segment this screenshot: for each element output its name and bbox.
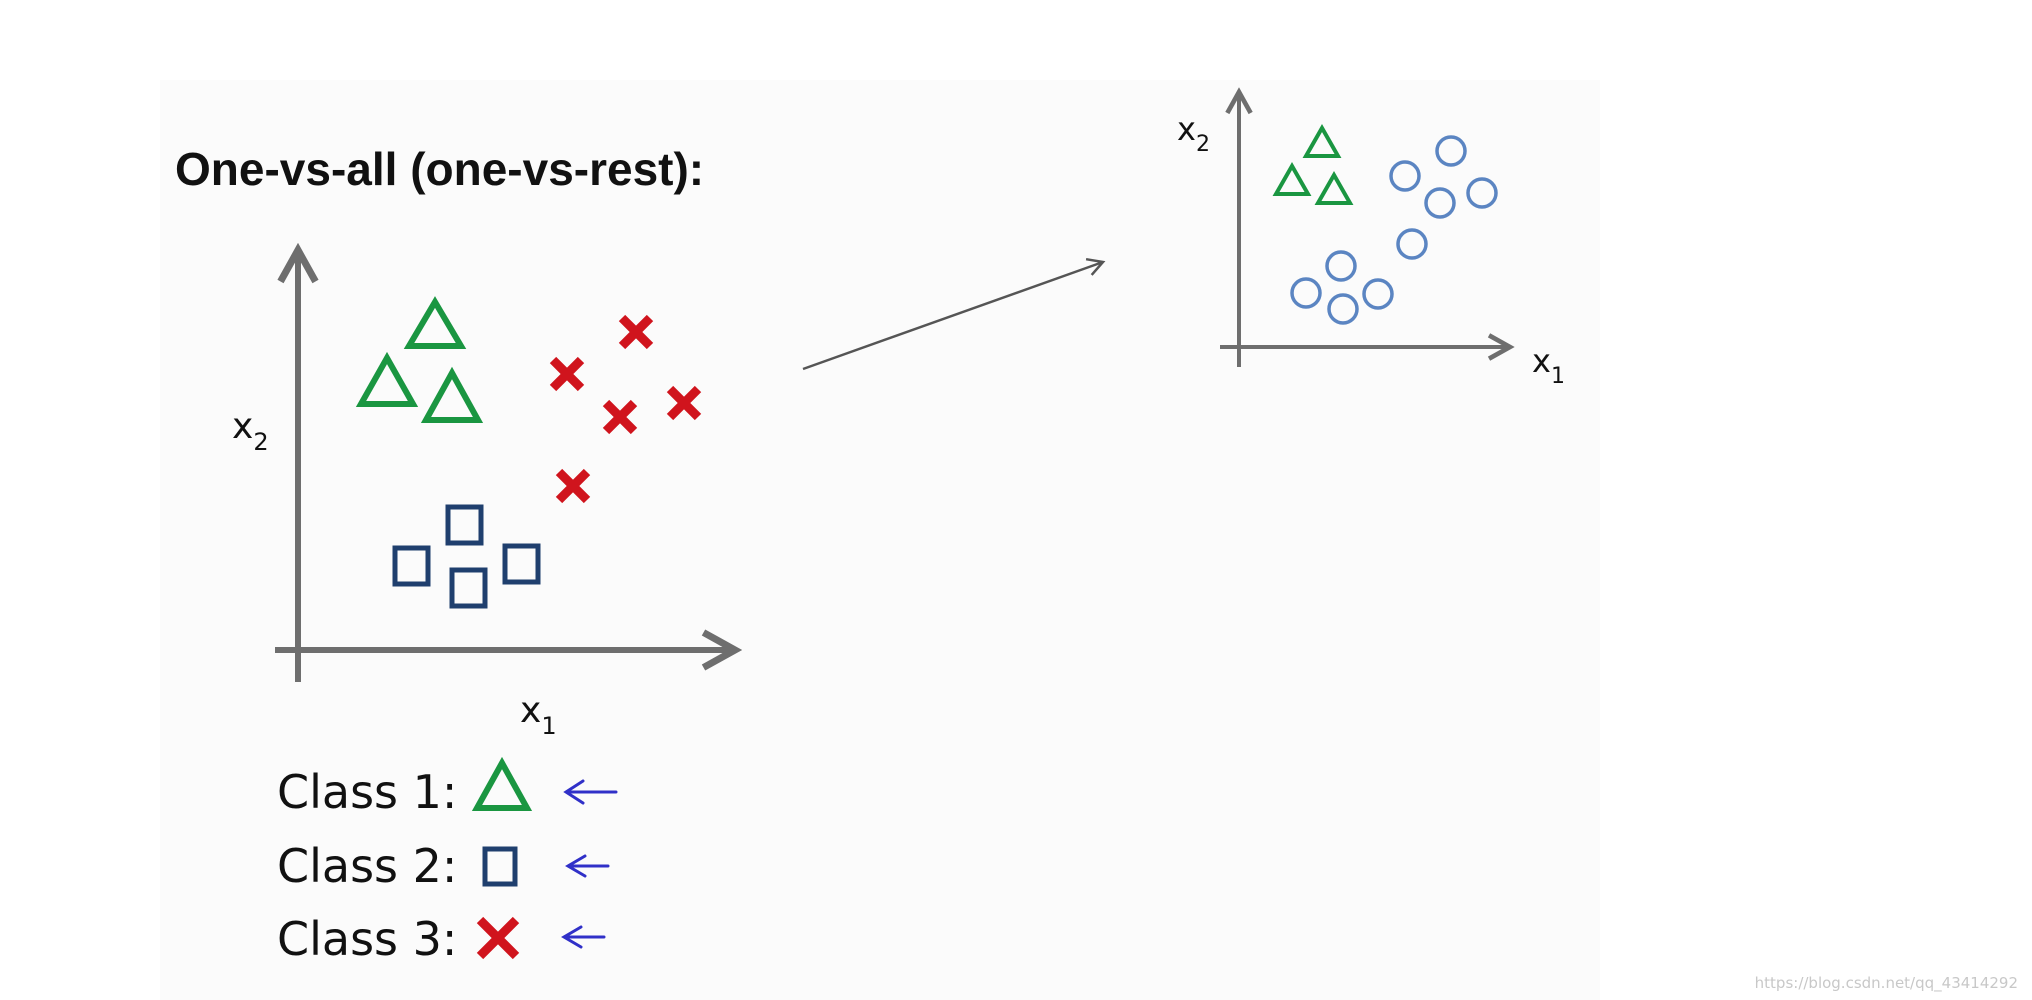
triangle-marker: [355, 351, 419, 407]
legend-class-1: Class 1:: [277, 756, 618, 819]
left-y-axis-label: x2: [232, 406, 269, 456]
circle-marker: [1424, 187, 1456, 219]
square-marker: [392, 545, 431, 587]
square-icon: [482, 846, 518, 887]
class-3-points: [549, 314, 702, 504]
cross-icon: [476, 916, 520, 960]
left-pointer-arrow-icon: [563, 779, 618, 805]
left-x-axis-label: x1: [520, 690, 557, 740]
triangle-icon: [471, 756, 533, 811]
right-circle-points: [1290, 135, 1498, 325]
legend-class-1-label: Class 1:: [277, 765, 457, 819]
slide-background: [160, 80, 1600, 1000]
cross-marker: [602, 399, 638, 435]
legend-class-3-label: Class 3:: [277, 912, 457, 966]
circle-marker: [1435, 135, 1467, 167]
triangle-marker: [1302, 123, 1342, 158]
left-plot: x2 x1: [232, 250, 735, 740]
triangle-marker: [1272, 161, 1312, 196]
square-marker: [445, 504, 484, 546]
triangle-marker: [420, 366, 484, 423]
transform-arrow: [802, 257, 1106, 371]
right-y-axis-label: x2: [1177, 110, 1210, 157]
circle-marker: [1396, 228, 1428, 260]
class-2-points: [392, 504, 541, 609]
class-legend: Class 1: Class 2: Class 3:: [277, 756, 618, 966]
legend-class-2: Class 2:: [277, 839, 610, 893]
circle-marker: [1389, 160, 1421, 192]
left-pointer-arrow-icon: [565, 854, 610, 878]
legend-class-2-label: Class 2:: [277, 839, 457, 893]
cross-marker: [618, 314, 654, 350]
slide-title: One-vs-all (one-vs-rest):: [175, 143, 704, 195]
right-x-axis-label: x1: [1532, 342, 1565, 389]
cross-marker: [555, 468, 591, 504]
circle-marker: [1325, 250, 1357, 282]
circle-marker: [1362, 278, 1394, 310]
cross-marker: [549, 356, 585, 392]
legend-class-3: Class 3:: [277, 912, 606, 966]
cross-marker: [666, 385, 702, 421]
square-marker: [449, 567, 488, 609]
right-triangle-points: [1272, 123, 1354, 205]
left-pointer-arrow-icon: [561, 925, 606, 949]
triangle-marker: [1314, 170, 1354, 205]
watermark: https://blog.csdn.net/qq_43414292: [1755, 974, 2018, 993]
class-1-points: [355, 296, 484, 423]
triangle-marker: [403, 296, 467, 349]
circle-marker: [1290, 277, 1322, 309]
right-plot: x2 x1: [1177, 92, 1565, 389]
square-marker: [502, 543, 541, 585]
circle-marker: [1466, 177, 1498, 209]
circle-marker: [1327, 293, 1359, 325]
